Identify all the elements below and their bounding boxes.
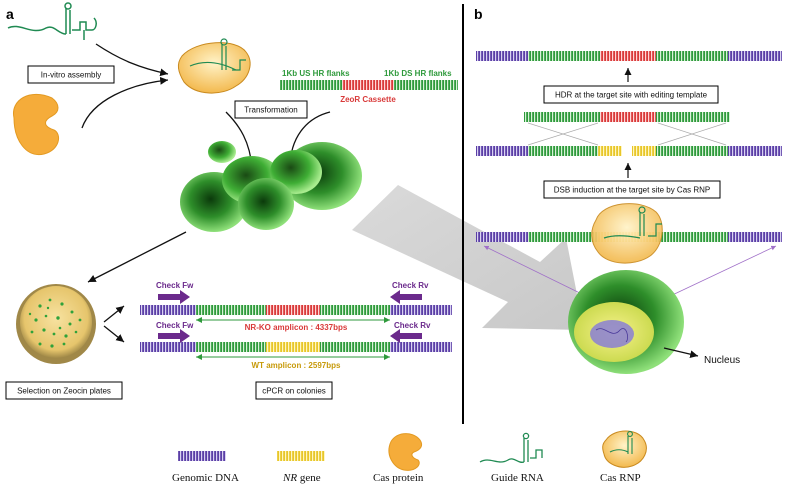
cas-rnp-on-dna-icon [591, 203, 663, 264]
b-genomic-left [476, 146, 528, 156]
zeor-label: ZeoR Cassette [340, 95, 396, 104]
edited-genomic-left [476, 51, 528, 61]
b-target-flank-left [528, 232, 598, 242]
legend: Genomic DNA NR gene Cas protein Guide RN… [172, 430, 647, 484]
zoom-line-right [665, 245, 777, 299]
zeocin-plate-icon [16, 284, 96, 364]
edited-zeor [600, 51, 656, 61]
check-fw-arrow-wt [158, 329, 190, 343]
transformation-box [234, 100, 308, 119]
cas-protein-icon [13, 93, 60, 156]
b-target-genomic-left [476, 232, 528, 242]
legend-cas-label: Cas protein [373, 472, 424, 484]
cell-with-nucleus [568, 270, 684, 374]
legend-genomic-label: Genomic DNA [172, 472, 239, 484]
template-ds-flank [394, 80, 458, 90]
wt-nr-gene [266, 342, 320, 352]
ko-amplicon-label: NR-KO amplicon : 4337bps [245, 323, 348, 332]
arrow-cas-to-rnp [81, 76, 169, 129]
check-rv-label-ko: Check Rv [392, 281, 429, 290]
arrow-cells-to-plate [87, 231, 187, 283]
dsb-box [543, 180, 721, 199]
wt-genomic-right [390, 342, 452, 352]
check-fw-arrow-ko [158, 290, 190, 304]
hdr-label: HDR at the target site with editing temp… [555, 91, 708, 100]
wt-genomic-left [140, 342, 196, 352]
ko-genomic-right [390, 305, 452, 315]
panel-label-a: a [6, 6, 14, 22]
ko-flank-left [196, 305, 266, 315]
dsb-label: DSB induction at the target site by Cas … [554, 186, 711, 195]
cpcr-box [255, 381, 333, 400]
b-target-flank-right [656, 232, 728, 242]
b-template-flank-left [524, 112, 600, 122]
arrow-rna-to-rnp [95, 43, 169, 77]
check-rv-arrow-ko [390, 290, 422, 304]
crossover-lines [527, 122, 727, 146]
arrow-plate-to-wt [103, 325, 125, 343]
in-vitro-assembly-box [27, 65, 115, 84]
ko-zeor [266, 305, 320, 315]
b-genomic-right [728, 146, 782, 156]
edited-flank-right [656, 51, 728, 61]
ds-flank-label: 1Kb DS HR flanks [384, 69, 452, 78]
selection-box [5, 381, 123, 400]
check-rv-label-wt: Check Rv [394, 321, 431, 330]
nucleus-label: Nucleus [704, 355, 740, 366]
nucleus-pointer [663, 347, 699, 359]
b-nr-left [598, 146, 622, 156]
us-flank-label: 1Kb US HR flanks [282, 69, 350, 78]
process-flow-arrow [352, 185, 584, 330]
b-template-zeor [600, 112, 656, 122]
check-rv-arrow-wt [390, 329, 422, 343]
legend-nr-swatch [277, 451, 325, 461]
arrow-plate-to-ko [103, 305, 125, 323]
legend-rnp-label: Cas RNP [600, 472, 641, 484]
legend-rnp-icon [602, 430, 647, 468]
guide-rna-icon [7, 2, 97, 40]
legend-rna-icon [479, 432, 543, 463]
wt-amplicon-label: WT amplicon : 2597bps [252, 361, 341, 370]
cell-cluster [180, 141, 362, 232]
legend-rna-label: Guide RNA [491, 472, 544, 484]
check-fw-label-wt: Check Fw [156, 321, 194, 330]
selection-label: Selection on Zeocin plates [17, 387, 111, 396]
wt-flank-left [196, 342, 266, 352]
legend-nr-label: NR gene [282, 472, 321, 484]
b-flank-left [528, 146, 598, 156]
template-us-flank [280, 80, 342, 90]
hdr-box [543, 85, 719, 104]
cas-rnp-icon [177, 38, 251, 94]
b-target-genomic-right [728, 232, 782, 242]
ko-genomic-left [140, 305, 196, 315]
cpcr-label: cPCR on colonies [262, 387, 326, 396]
panel-label-b: b [474, 6, 483, 22]
edited-genomic-right [728, 51, 782, 61]
edited-flank-left [528, 51, 600, 61]
b-template-flank-right [656, 112, 730, 122]
zoom-line-left [483, 245, 591, 299]
transformation-label: Transformation [244, 106, 298, 115]
in-vitro-assembly-label: In-vitro assembly [41, 71, 101, 80]
check-fw-label-ko: Check Fw [156, 281, 194, 290]
b-nr-right [632, 146, 656, 156]
legend-cas-icon [388, 433, 423, 471]
b-flank-right [656, 146, 728, 156]
template-zeor [342, 80, 394, 90]
ko-flank-right [320, 305, 390, 315]
legend-genomic-swatch [178, 451, 226, 461]
wt-flank-right [320, 342, 390, 352]
